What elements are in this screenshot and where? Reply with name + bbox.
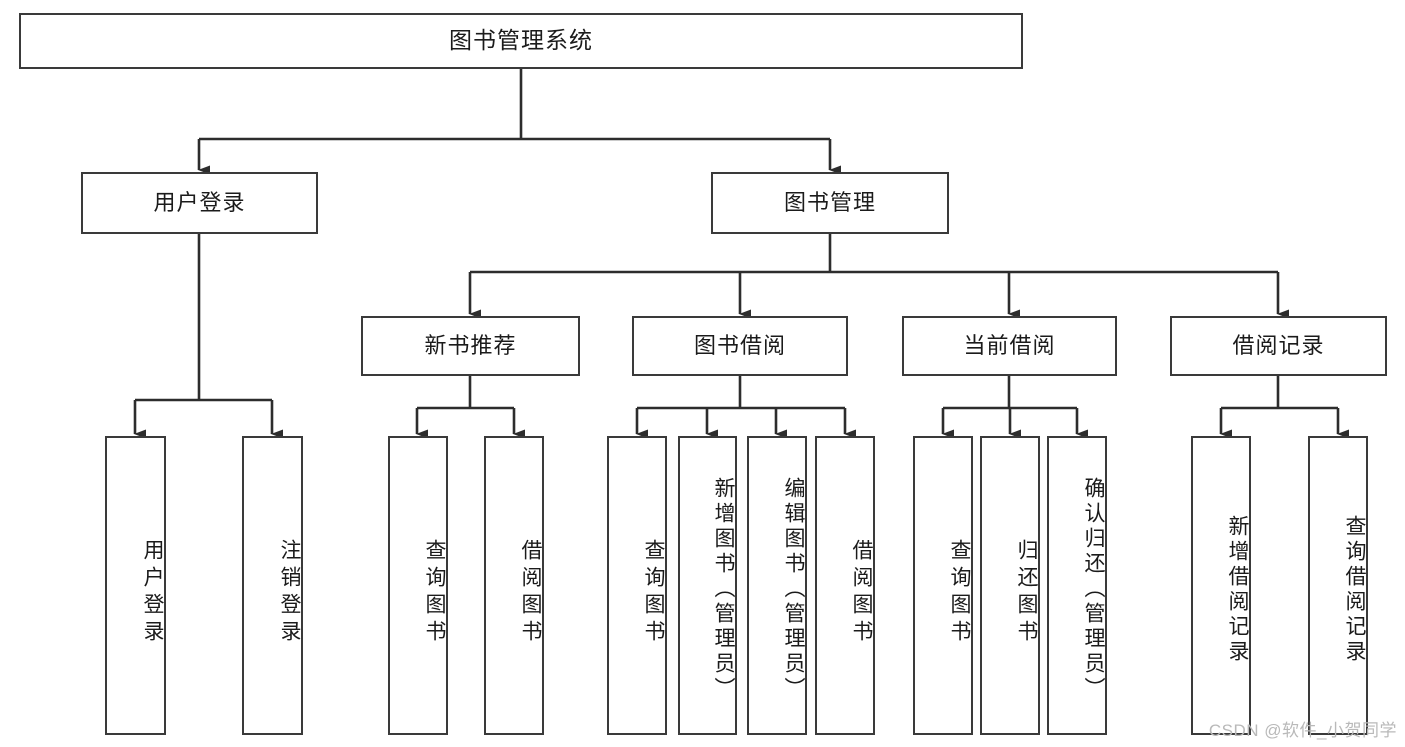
leaf-user-login-logout[interactable]: 注销登录 <box>242 436 303 735</box>
node-borrow-record[interactable]: 借阅记录 <box>1170 316 1387 376</box>
leaf-new-book-query-book[interactable]: 查询图书 <box>388 436 448 735</box>
leaf-book-borrow-borrow-book[interactable]: 借阅图书 <box>815 436 875 735</box>
node-label: 查询图书 <box>423 538 446 647</box>
node-label: 图书借阅 <box>693 333 786 359</box>
node-label: 图书管理 <box>783 190 876 216</box>
leaf-book-borrow-add-book-admin[interactable]: 新增图书（管理员） <box>678 436 737 735</box>
node-label: 借阅记录 <box>1232 333 1325 359</box>
watermark-text: CSDN @软件_小贺同学 <box>1208 721 1397 740</box>
leaf-borrow-record-add-record[interactable]: 新增借阅记录 <box>1191 436 1251 735</box>
node-label: 用户登录 <box>141 538 164 647</box>
leaf-current-borrow-confirm-return-admin[interactable]: 确认归还（管理员） <box>1047 436 1107 735</box>
node-label: 查询借阅记录 <box>1343 514 1366 665</box>
node-label: 新增图书（管理员） <box>712 477 735 702</box>
node-label: 新增借阅记录 <box>1226 514 1249 665</box>
node-label: 确认归还（管理员） <box>1082 477 1105 702</box>
node-user-login[interactable]: 用户登录 <box>81 172 318 234</box>
node-book-management[interactable]: 图书管理 <box>711 172 949 234</box>
node-label: 查询图书 <box>948 538 971 647</box>
node-label: 查询图书 <box>642 538 665 647</box>
node-label: 用户登录 <box>153 190 246 216</box>
node-label: 借阅图书 <box>850 538 873 647</box>
node-root-system[interactable]: 图书管理系统 <box>19 13 1023 69</box>
node-label: 新书推荐 <box>424 333 517 359</box>
node-label: 当前借阅 <box>963 333 1056 359</box>
leaf-new-book-borrow-book[interactable]: 借阅图书 <box>484 436 544 735</box>
leaf-borrow-record-query-record[interactable]: 查询借阅记录 <box>1308 436 1368 735</box>
node-label: 借阅图书 <box>519 538 542 647</box>
node-label: 归还图书 <box>1015 538 1038 647</box>
leaf-current-borrow-return-book[interactable]: 归还图书 <box>980 436 1040 735</box>
leaf-current-borrow-query-book[interactable]: 查询图书 <box>913 436 973 735</box>
leaf-user-login-login[interactable]: 用户登录 <box>105 436 166 735</box>
node-label: 图书管理系统 <box>449 27 593 54</box>
node-book-borrow[interactable]: 图书借阅 <box>632 316 848 376</box>
node-new-book-recommend[interactable]: 新书推荐 <box>361 316 580 376</box>
node-current-borrow[interactable]: 当前借阅 <box>902 316 1117 376</box>
leaf-book-borrow-edit-book-admin[interactable]: 编辑图书（管理员） <box>747 436 807 735</box>
leaf-book-borrow-query-book[interactable]: 查询图书 <box>607 436 667 735</box>
node-label: 编辑图书（管理员） <box>782 477 805 702</box>
node-label: 注销登录 <box>278 538 301 647</box>
